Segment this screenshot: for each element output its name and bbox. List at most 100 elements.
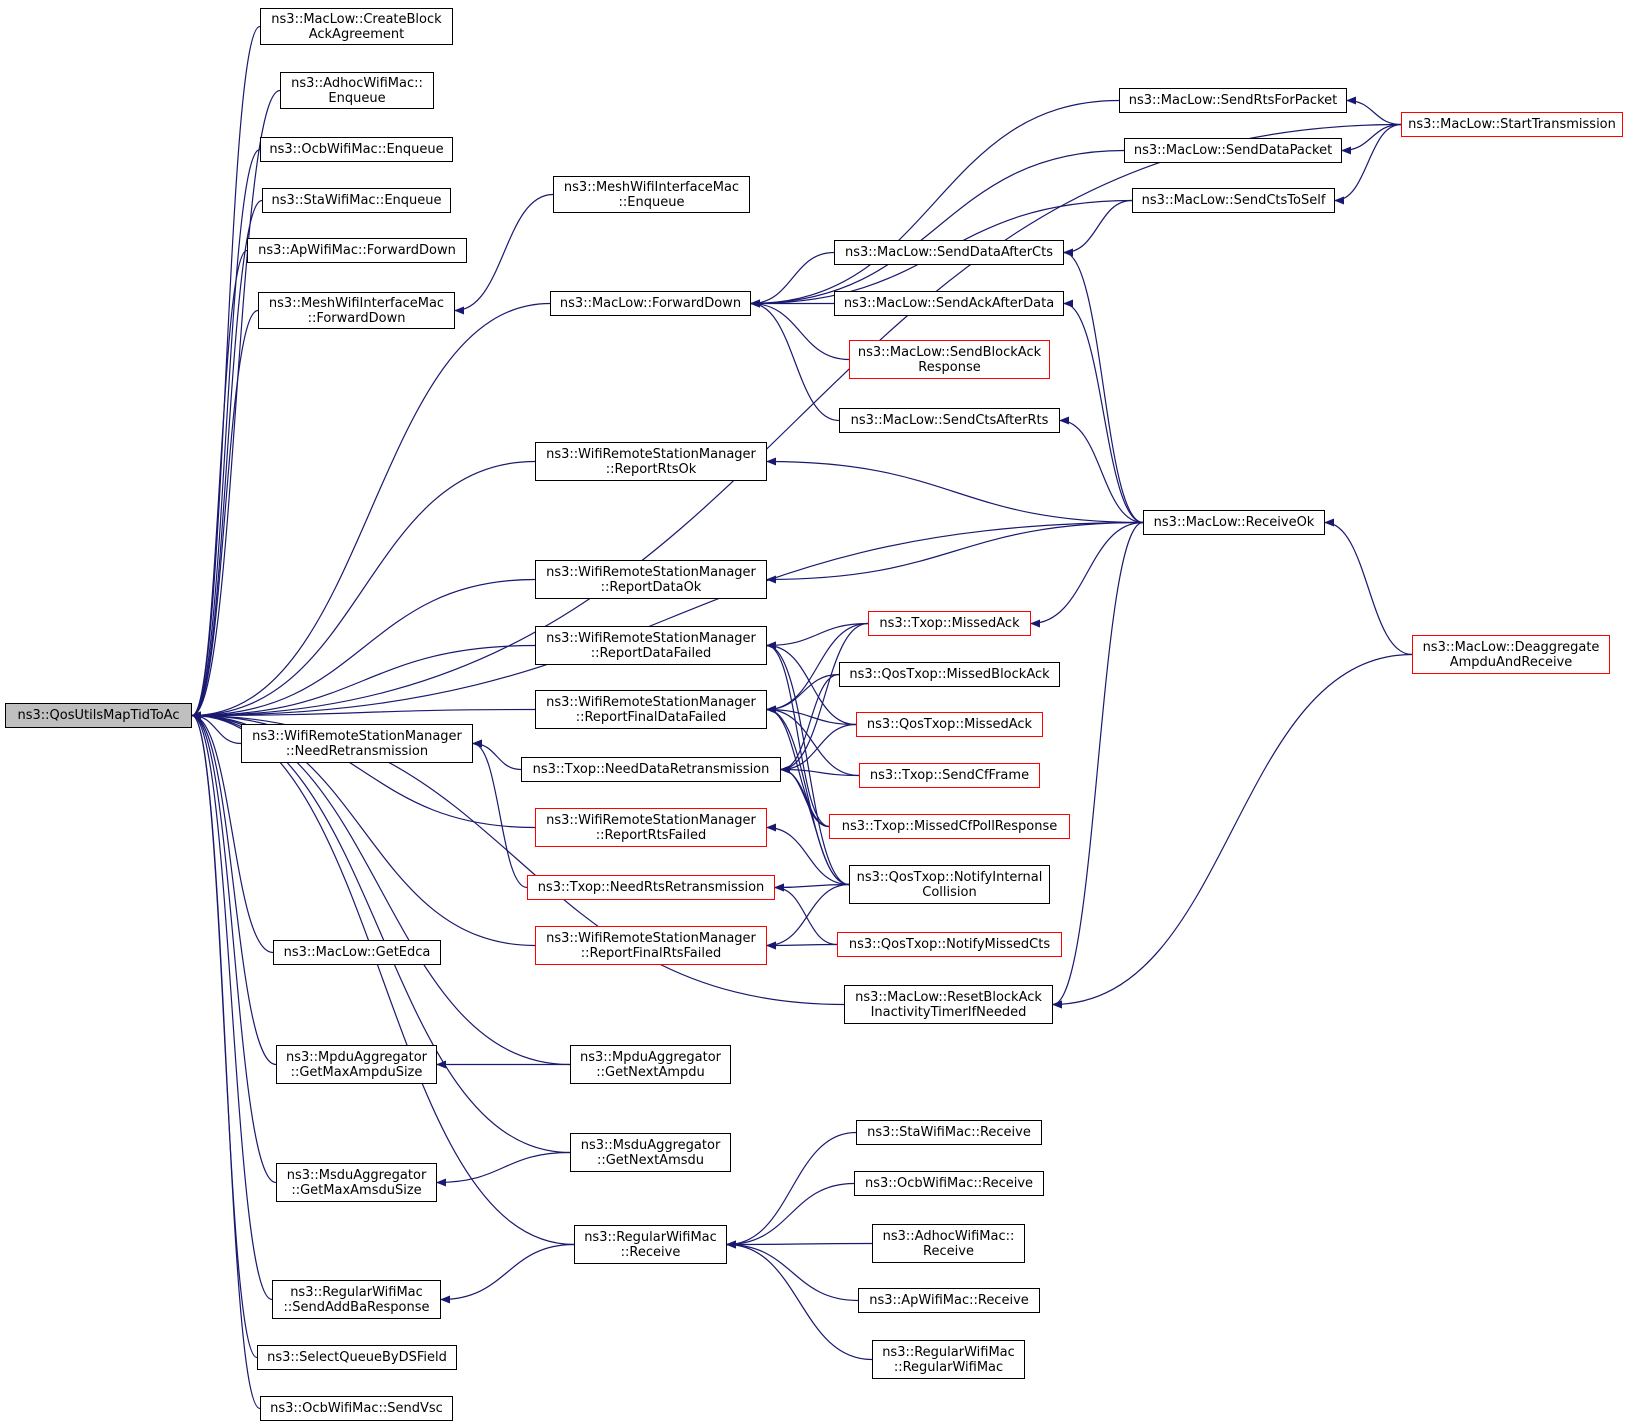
call-edge-txopMissedCfPoll-to-reportDataFailed: [766, 641, 830, 828]
call-edge-reportDataOk-to-root: [191, 578, 536, 720]
node-get-edca[interactable]: ns3::MacLow::GetEdca: [273, 940, 441, 965]
node-label-line: ::GetNextAmsdu: [596, 1152, 705, 1168]
call-edge-receiveOk-to-sendDataAfterCts: [1063, 248, 1144, 524]
node-label-line: ::ReportFinalDataFailed: [575, 709, 727, 725]
node-label-line: ns3::RegularWifiMac: [290, 1284, 423, 1300]
call-edge-startTransmission-to-root: [191, 123, 1402, 720]
node-send-cts-to-self[interactable]: ns3::MacLow::SendCtsToSelf: [1132, 188, 1335, 213]
node-mesh-enqueue[interactable]: ns3::MeshWifiInterfaceMac::Enqueue: [553, 176, 750, 213]
node-report-final-data-failed[interactable]: ns3::WifiRemoteStationManager::ReportFin…: [535, 690, 767, 729]
node-label-line: ::RegularWifiMac: [893, 1359, 1004, 1375]
call-edge-qosMissedAck-to-reportFinalDataFailed: [766, 705, 857, 726]
node-mpdu-get-next-ampdu[interactable]: ns3::MpduAggregator::GetNextAmpdu: [570, 1045, 731, 1084]
node-label-line: ns3::MpduAggregator: [579, 1049, 722, 1065]
node-label-line: ns3::MsduAggregator: [286, 1167, 427, 1183]
node-label-line: Collision: [922, 884, 977, 900]
node-regular-wifi-mac-constructor[interactable]: ns3::RegularWifiMac::RegularWifiMac: [872, 1340, 1025, 1379]
node-select-queue-by-ds-field[interactable]: ns3::SelectQueueByDSField: [257, 1345, 457, 1370]
node-send-data-after-cts[interactable]: ns3::MacLow::SendDataAfterCts: [834, 240, 1064, 265]
node-mesh-forward-down[interactable]: ns3::MeshWifiInterfaceMac::ForwardDown: [258, 292, 455, 329]
node-receive-ok[interactable]: ns3::MacLow::ReceiveOk: [1143, 510, 1325, 535]
node-txop-send-cf-frame[interactable]: ns3::Txop::SendCfFrame: [859, 763, 1040, 788]
node-ap-forward-down[interactable]: ns3::ApWifiMac::ForwardDown: [247, 238, 467, 263]
call-edge-regularCtor-to-regularReceive: [726, 1240, 873, 1361]
node-mac-forward-down[interactable]: ns3::MacLow::ForwardDown: [550, 291, 751, 316]
node-label-line: ::GetMaxAmpduSize: [290, 1064, 423, 1080]
node-send-ack-after-data[interactable]: ns3::MacLow::SendAckAfterData: [834, 291, 1064, 316]
call-edge-qosNotifyMissedCts-to-txopNeedRtsRetrans: [774, 883, 838, 946]
node-adhoc-enqueue[interactable]: ns3::AdhocWifiMac::Enqueue: [280, 72, 434, 109]
call-edge-sendRtsForPacket-to-macForwardDown: [750, 99, 1120, 308]
node-regular-receive[interactable]: ns3::RegularWifiMac::Receive: [574, 1225, 727, 1264]
call-edge-qosNotifyInternal-to-txopNeedRtsRetrans: [774, 883, 850, 892]
node-msdu-get-next-amsdu[interactable]: ns3::MsduAggregator::GetNextAmsdu: [570, 1133, 731, 1172]
node-qos-notify-missed-cts[interactable]: ns3::QosTxop::NotifyMissedCts: [837, 932, 1062, 957]
node-label-line: ns3::MeshWifiInterfaceMac: [563, 179, 740, 195]
node-sta-enqueue[interactable]: ns3::StaWifiMac::Enqueue: [262, 188, 451, 213]
node-msdu-get-max-amsdu-size[interactable]: ns3::MsduAggregator::GetMaxAmsduSize: [276, 1163, 437, 1202]
node-ocb-enqueue[interactable]: ns3::OcbWifiMac::Enqueue: [260, 137, 453, 162]
node-label-line: ns3::QosUtilsMapTidToAc: [17, 708, 180, 723]
node-label-line: ns3::MacLow::SendCtsAfterRts: [850, 413, 1049, 428]
node-label-line: ::GetMaxAmsduSize: [291, 1182, 422, 1198]
node-ocb-receive[interactable]: ns3::OcbWifiMac::Receive: [854, 1171, 1044, 1196]
node-label-line: ns3::MacLow::ResetBlockAck: [855, 989, 1042, 1005]
call-edge-meshEnqueue-to-meshForwardDown: [454, 193, 554, 315]
node-start-transmission[interactable]: ns3::MacLow::StartTransmission: [1401, 112, 1623, 137]
node-label-line: ::GetNextAmpdu: [596, 1064, 705, 1080]
call-edge-staReceive-to-regularReceive: [726, 1131, 857, 1249]
node-report-final-rts-failed[interactable]: ns3::WifiRemoteStationManager::ReportFin…: [535, 926, 767, 965]
node-label-line: ::ReportDataFailed: [590, 645, 712, 661]
node-send-cts-after-rts[interactable]: ns3::MacLow::SendCtsAfterRts: [839, 408, 1060, 433]
node-label-line: Response: [918, 359, 981, 375]
call-edge-receiveOk-to-reportDataOk: [766, 521, 1144, 584]
node-label-line: ns3::ApWifiMac::Receive: [869, 1293, 1029, 1308]
node-regular-send-add-ba-response[interactable]: ns3::RegularWifiMac::SendAddBaResponse: [272, 1280, 441, 1319]
node-mpdu-get-max-ampdu-size[interactable]: ns3::MpduAggregator::GetMaxAmpduSize: [276, 1045, 437, 1084]
node-report-data-ok[interactable]: ns3::WifiRemoteStationManager::ReportDat…: [535, 560, 767, 599]
node-qos-missed-block-ack[interactable]: ns3::QosTxop::MissedBlockAck: [839, 662, 1060, 687]
call-edge-txopNeedRtsRetrans-to-needRetransmission: [472, 739, 528, 889]
node-need-retransmission[interactable]: ns3::WifiRemoteStationManager::NeedRetra…: [241, 724, 473, 763]
call-edge-staEnqueue-to-root: [191, 199, 263, 720]
node-label-line: ns3::WifiRemoteStationManager: [546, 446, 756, 462]
node-txop-missed-ack[interactable]: ns3::Txop::MissedAck: [868, 611, 1031, 636]
node-label-line: ns3::Txop::NeedRtsRetransmission: [537, 880, 765, 895]
node-send-data-packet[interactable]: ns3::MacLow::SendDataPacket: [1124, 138, 1342, 163]
node-label-line: ::SendAddBaResponse: [283, 1299, 430, 1315]
call-edge-startTransmission-to-sendDataPacket: [1341, 123, 1402, 155]
node-adhoc-receive[interactable]: ns3::AdhocWifiMac::Receive: [872, 1224, 1025, 1263]
node-label-line: ns3::MacLow::ReceiveOk: [1153, 515, 1315, 530]
node-label-line: ns3::WifiRemoteStationManager: [546, 630, 756, 646]
node-txop-need-data-retransmission[interactable]: ns3::Txop::NeedDataRetransmission: [521, 757, 781, 782]
call-edge-reportRtsOk-to-root: [191, 460, 536, 720]
node-send-rts-for-packet[interactable]: ns3::MacLow::SendRtsForPacket: [1119, 88, 1347, 113]
node-report-data-failed[interactable]: ns3::WifiRemoteStationManager::ReportDat…: [535, 626, 767, 665]
node-qos-missed-ack[interactable]: ns3::QosTxop::MissedAck: [856, 712, 1043, 737]
node-label-line: ns3::RegularWifiMac: [584, 1229, 717, 1245]
node-label-line: ns3::AdhocWifiMac::: [882, 1228, 1015, 1244]
node-label-line: ns3::QosTxop::MissedBlockAck: [849, 667, 1050, 682]
call-edge-startTransmission-to-sendCtsToSelf: [1334, 123, 1402, 205]
node-ap-receive[interactable]: ns3::ApWifiMac::Receive: [858, 1288, 1040, 1313]
node-ocb-send-vsc[interactable]: ns3::OcbWifiMac::SendVsc: [260, 1396, 453, 1421]
node-report-rts-failed[interactable]: ns3::WifiRemoteStationManager::ReportRts…: [535, 808, 767, 847]
node-sta-receive[interactable]: ns3::StaWifiMac::Receive: [856, 1120, 1042, 1145]
node-txop-need-rts-retransmission[interactable]: ns3::Txop::NeedRtsRetransmission: [527, 875, 775, 900]
call-edge-adhocReceive-to-regularReceive: [726, 1240, 873, 1249]
node-label-line: ns3::WifiRemoteStationManager: [546, 930, 756, 946]
node-txop-missed-cf-poll-response[interactable]: ns3::Txop::MissedCfPollResponse: [829, 814, 1070, 839]
node-label-line: ns3::MeshWifiInterfaceMac: [268, 295, 445, 311]
node-label-line: ns3::RegularWifiMac: [882, 1344, 1015, 1360]
node-label-line: ns3::Txop::MissedAck: [879, 616, 1020, 631]
node-report-rts-ok[interactable]: ns3::WifiRemoteStationManager::ReportRts…: [535, 442, 767, 481]
call-edge-deaggregate-to-receiveOk: [1324, 518, 1413, 656]
node-label-line: ns3::AdhocWifiMac::: [291, 75, 423, 91]
call-edge-sendCtsToSelf-to-sendDataAfterCts: [1063, 199, 1133, 257]
